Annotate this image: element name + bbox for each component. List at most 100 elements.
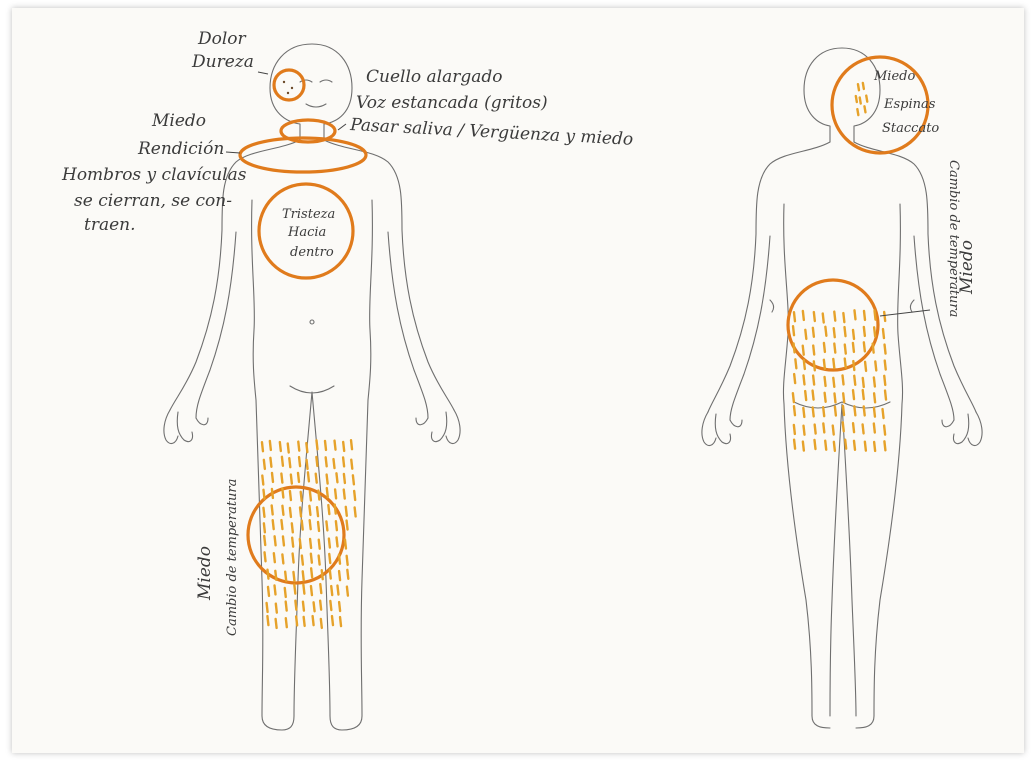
leg-dash-mark [272,473,273,482]
leg-dash-mark [335,505,336,514]
buttock-dash-mark [863,424,864,433]
leg-dash-mark [310,520,311,529]
buttock-dash-mark [874,424,875,433]
leg-dash-mark [265,552,266,561]
label-legs-cambio: Cambio de temperatura [225,479,240,636]
leg-dash-mark [289,458,290,467]
buttock-dash-mark [875,361,876,370]
buttock-dash-mark [843,422,844,431]
buttock-dash-mark [874,442,875,451]
leg-dash-mark [288,444,289,453]
leg-dash-mark [303,571,304,580]
leg-dash-mark [292,523,293,532]
leg-dash-mark [354,491,355,500]
leg-dash-mark [275,585,276,594]
front-navel [310,320,314,324]
leg-dash-mark [267,616,268,625]
leg-dash-mark [306,443,307,452]
leg-dash-mark [302,556,303,565]
arrow-back-temp [880,310,930,316]
back-figure: Miedo Espinas Staccato Cambio de tempera… [702,48,982,728]
leg-dash-mark [282,489,283,498]
buttock-dash-mark [823,407,824,416]
buttock-dash-mark [853,361,854,370]
leg-dash-mark [351,440,352,449]
buttock-dash-mark [813,391,814,400]
buttock-dash-mark [843,375,844,384]
leg-dash-mark [313,616,314,625]
leg-dash-mark [326,521,327,530]
leg-dash-mark [263,490,264,499]
buttock-dash-mark [875,311,876,320]
buttock-dash-mark [883,329,884,338]
leg-dash-mark [353,475,354,484]
back-hands [702,412,982,445]
leg-dash-mark [267,570,268,579]
buttock-dash-mark [823,314,824,323]
buttock-dash-mark [884,441,885,450]
leg-dash-mark [316,474,317,483]
buttock-dash-mark [854,441,855,450]
buttock-dash-mark [824,343,825,352]
buttock-dash-mark [865,362,866,371]
buttock-dash-mark [794,440,795,449]
leg-dash-mark [274,553,275,562]
leg-dash-mark [262,476,263,485]
leg-dash-mark [294,585,295,594]
leg-dash-mark [286,618,287,627]
buttock-dash-mark [834,328,835,337]
leg-dash-mark [314,602,315,611]
leg-dash-mark [327,488,328,497]
leg-dash-mark [311,568,312,577]
leg-dash-mark [339,555,340,564]
leg-dash-mark [282,457,283,466]
buttock-dash-mark [885,391,886,400]
leg-dash-mark [345,540,346,549]
leg-dash-mark [280,442,281,451]
leg-dash-mark [285,572,286,581]
buttock-dash-mark [803,346,804,355]
buttock-dash-mark [874,393,875,402]
buttock-dash-mark [794,343,795,352]
leg-dash-mark [347,587,348,596]
leg-dash-mark [317,507,318,516]
buttock-dash-mark [845,359,846,368]
back-sides [730,204,954,420]
buttock-dash-mark [865,442,866,451]
leg-dash-mark [318,522,319,531]
leg-dash-mark [300,507,301,516]
label-hombros-1: Hombros y clavículas [61,165,247,185]
leg-dash-mark [319,540,320,549]
buttock-dash-mark [795,359,796,368]
buttock-dash-mark [843,406,844,415]
leg-dash-mark [300,539,301,548]
buttock-dash-mark [813,328,814,337]
buttock-dash-mark [833,426,834,435]
buttock-dash-mark [874,327,875,336]
leg-dash-mark [331,586,332,595]
neck-mark [858,84,859,90]
cheek-dots [283,81,293,94]
leg-dash-mark [340,617,341,626]
buttock-dash-mark [883,409,884,418]
leg-dash-mark [325,441,326,450]
leg-dash-mark [276,604,277,613]
leg-dash-mark [296,616,297,625]
leg-dash-mark [346,507,347,516]
leg-dash-mark [270,441,271,450]
neck-mark [860,98,861,104]
buttock-dash-mark [804,426,805,435]
buttock-dash-mark [813,376,814,385]
buttock-dash-mark [854,406,855,415]
neck-mark [856,96,857,102]
buttock-dash-mark [794,374,795,383]
leg-dash-mark [303,602,304,611]
buttock-dash-mark [814,312,815,321]
leg-dash-mark [275,571,276,580]
buttock-dash-mark [854,310,855,319]
buttock-dash-mark [793,326,794,335]
leg-dash-mark [336,473,337,482]
leg-dash-mark [310,491,311,500]
leg-dash-mark [316,440,317,449]
